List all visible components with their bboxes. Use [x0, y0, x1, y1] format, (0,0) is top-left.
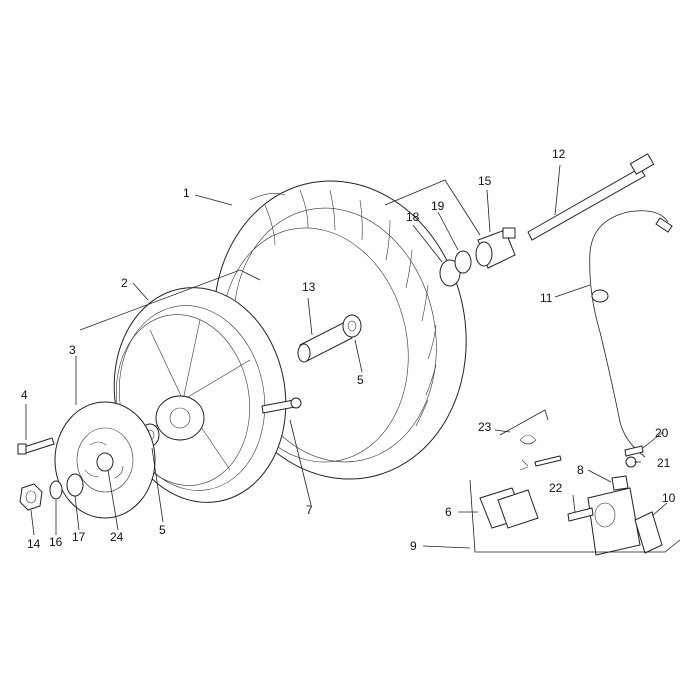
- callout-1: 1: [183, 186, 190, 200]
- group-bracket-speedo: [384, 179, 481, 236]
- speedometer-cable: [527, 153, 655, 241]
- callout-8: 8: [577, 463, 584, 477]
- callout-15: 15: [478, 174, 492, 188]
- group-bracket-caliper: [469, 479, 681, 553]
- axle-bolt: [261, 397, 302, 414]
- callout-20: 20: [655, 426, 669, 440]
- callout-5-right: 5: [357, 373, 364, 387]
- brake-disc: [54, 401, 156, 519]
- callout-23: 23: [478, 420, 492, 434]
- callout-4: 4: [21, 388, 28, 402]
- callout-6: 6: [445, 505, 452, 519]
- callout-3: 3: [69, 343, 76, 357]
- speedometer-drive: [475, 227, 516, 269]
- callout-24: 24: [110, 530, 124, 544]
- callout-19: 19: [431, 199, 445, 213]
- callout-14: 14: [27, 537, 41, 551]
- callout-13: 13: [302, 280, 316, 294]
- bearing-right: [342, 314, 362, 338]
- ring-19: [454, 250, 472, 274]
- brake-caliper: [587, 475, 641, 556]
- ring-18: [439, 259, 461, 287]
- callout-11: 11: [540, 291, 553, 305]
- callout-22: 22: [549, 481, 563, 495]
- spacer-17: [66, 473, 84, 497]
- callout-10: 10: [662, 491, 676, 505]
- banjo-bolt: [624, 445, 644, 457]
- caliper-bolt-22: [567, 507, 594, 522]
- leader-lines: [25, 164, 668, 549]
- pad-spring-kit: [519, 434, 562, 471]
- brake-pads: [479, 487, 539, 529]
- pad-shim-10: [634, 511, 663, 554]
- washer-16: [49, 480, 63, 500]
- callout-12: 12: [552, 147, 566, 161]
- callout-2: 2: [121, 276, 128, 290]
- disc-screw: [17, 437, 55, 455]
- brake-hose: [589, 210, 673, 458]
- callout-5-left: 5: [159, 523, 166, 537]
- callout-9: 9: [410, 539, 417, 553]
- group-bracket-rim: [79, 269, 261, 331]
- callout-21: 21: [657, 456, 671, 470]
- callout-18: 18: [406, 210, 420, 224]
- wheel-rim: [113, 287, 287, 503]
- axle-nut: [19, 483, 43, 511]
- group-bracket-kit: [499, 409, 549, 436]
- callout-17: 17: [72, 530, 86, 544]
- axle-spacer: [297, 321, 353, 363]
- callout-7: 7: [306, 503, 313, 517]
- callout-16: 16: [49, 535, 63, 549]
